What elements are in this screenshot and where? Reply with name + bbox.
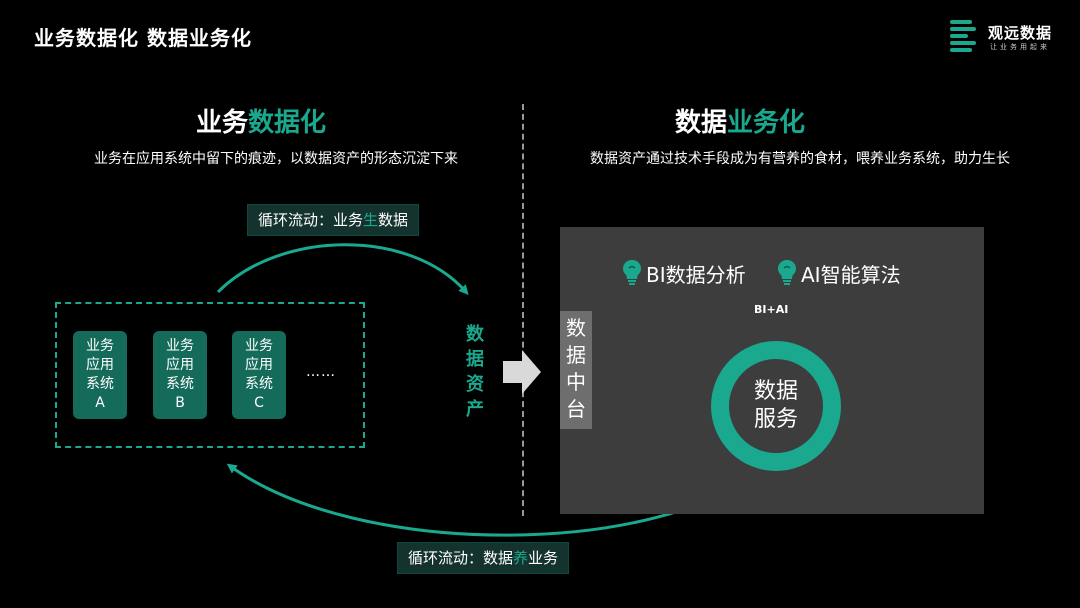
feature-bi-label: BI数据分析 <box>646 263 746 287</box>
more-systems-ellipsis: …… <box>306 364 336 380</box>
feature-bi: BI数据分析 <box>622 259 746 288</box>
feature-ai-label: AI智能算法 <box>801 263 901 287</box>
feature-ai: AI智能算法 <box>777 259 901 288</box>
data-asset-char: 资 <box>466 374 484 395</box>
ring-text-line: 服务 <box>753 407 798 432</box>
ring-text-line: 数据 <box>753 379 798 404</box>
system-a-line: 业务 <box>86 338 114 354</box>
data-asset-char: 产 <box>466 399 484 420</box>
data-asset-char: 据 <box>466 349 484 370</box>
system-card-c: 业务 应用 系统 C <box>232 331 286 419</box>
system-c-line: C <box>254 395 264 411</box>
system-b-line: 系统 <box>166 376 194 392</box>
big-right-arrow <box>503 350 541 394</box>
left-title: 业务数据化 <box>0 102 522 139</box>
left-subtitle: 业务在应用系统中留下的痕迹，以数据资产的形态沉淀下来 <box>94 151 458 167</box>
platform-char: 据 <box>566 343 586 367</box>
logo-icon <box>950 20 976 52</box>
loop-label-bottom: 循环流动：数据养业务 <box>397 542 570 574</box>
system-b-line: B <box>175 395 185 411</box>
right-title-highlight: 业务化 <box>727 108 806 138</box>
system-c-line: 业务 <box>245 338 273 354</box>
platform-char: 中 <box>566 370 586 394</box>
data-asset-char: 数 <box>466 324 484 345</box>
systems-frame <box>55 302 365 448</box>
bi-ai-label: BI+AI <box>754 303 789 316</box>
loop-bottom-suffix: 业务 <box>528 549 559 567</box>
platform-char: 数 <box>566 316 586 340</box>
loop-top-prefix: 循环流动：业务 <box>258 211 364 229</box>
system-c-line: 系统 <box>245 376 273 392</box>
system-card-a: 业务 应用 系统 A <box>73 331 127 419</box>
data-asset-label: 数 据 资 产 <box>462 322 488 422</box>
right-title-plain: 数据 <box>674 108 727 138</box>
platform-char: 台 <box>566 397 586 421</box>
logo-name: 观远数据 <box>988 24 1053 42</box>
loop-bottom-highlight: 养 <box>513 549 529 567</box>
system-b-line: 业务 <box>166 338 194 354</box>
system-card-b: 业务 应用 系统 B <box>153 331 207 419</box>
left-title-highlight: 数据化 <box>248 108 327 138</box>
system-b-line: 应用 <box>166 357 194 373</box>
loop-bottom-prefix: 循环流动：数据 <box>408 549 514 567</box>
system-a-line: 系统 <box>86 376 114 392</box>
system-c-line: 应用 <box>245 357 273 373</box>
logo-tagline: 让业务用起来 <box>990 43 1050 51</box>
center-divider <box>522 104 524 516</box>
lightbulb-icon <box>778 260 796 285</box>
right-subtitle: 数据资产通过技术手段成为有营养的食材，喂养业务系统，助力生长 <box>590 151 1010 167</box>
page-title: 业务数据化 数据业务化 <box>34 26 252 50</box>
data-service-ring <box>711 341 841 471</box>
loop-top-suffix: 数据 <box>378 211 409 229</box>
arrow-top-loop <box>216 243 469 296</box>
loop-label-top: 循环流动：业务生数据 <box>247 204 420 236</box>
system-a-line: 应用 <box>86 357 114 373</box>
data-platform-label: 数 据 中 台 <box>560 311 592 429</box>
loop-top-highlight: 生 <box>363 211 379 229</box>
data-service-text: 数据 服务 <box>730 378 822 434</box>
lightbulb-icon <box>623 260 641 285</box>
right-title: 数据业务化 <box>540 102 940 139</box>
system-a-line: A <box>95 395 105 411</box>
left-title-plain: 业务 <box>195 108 248 138</box>
